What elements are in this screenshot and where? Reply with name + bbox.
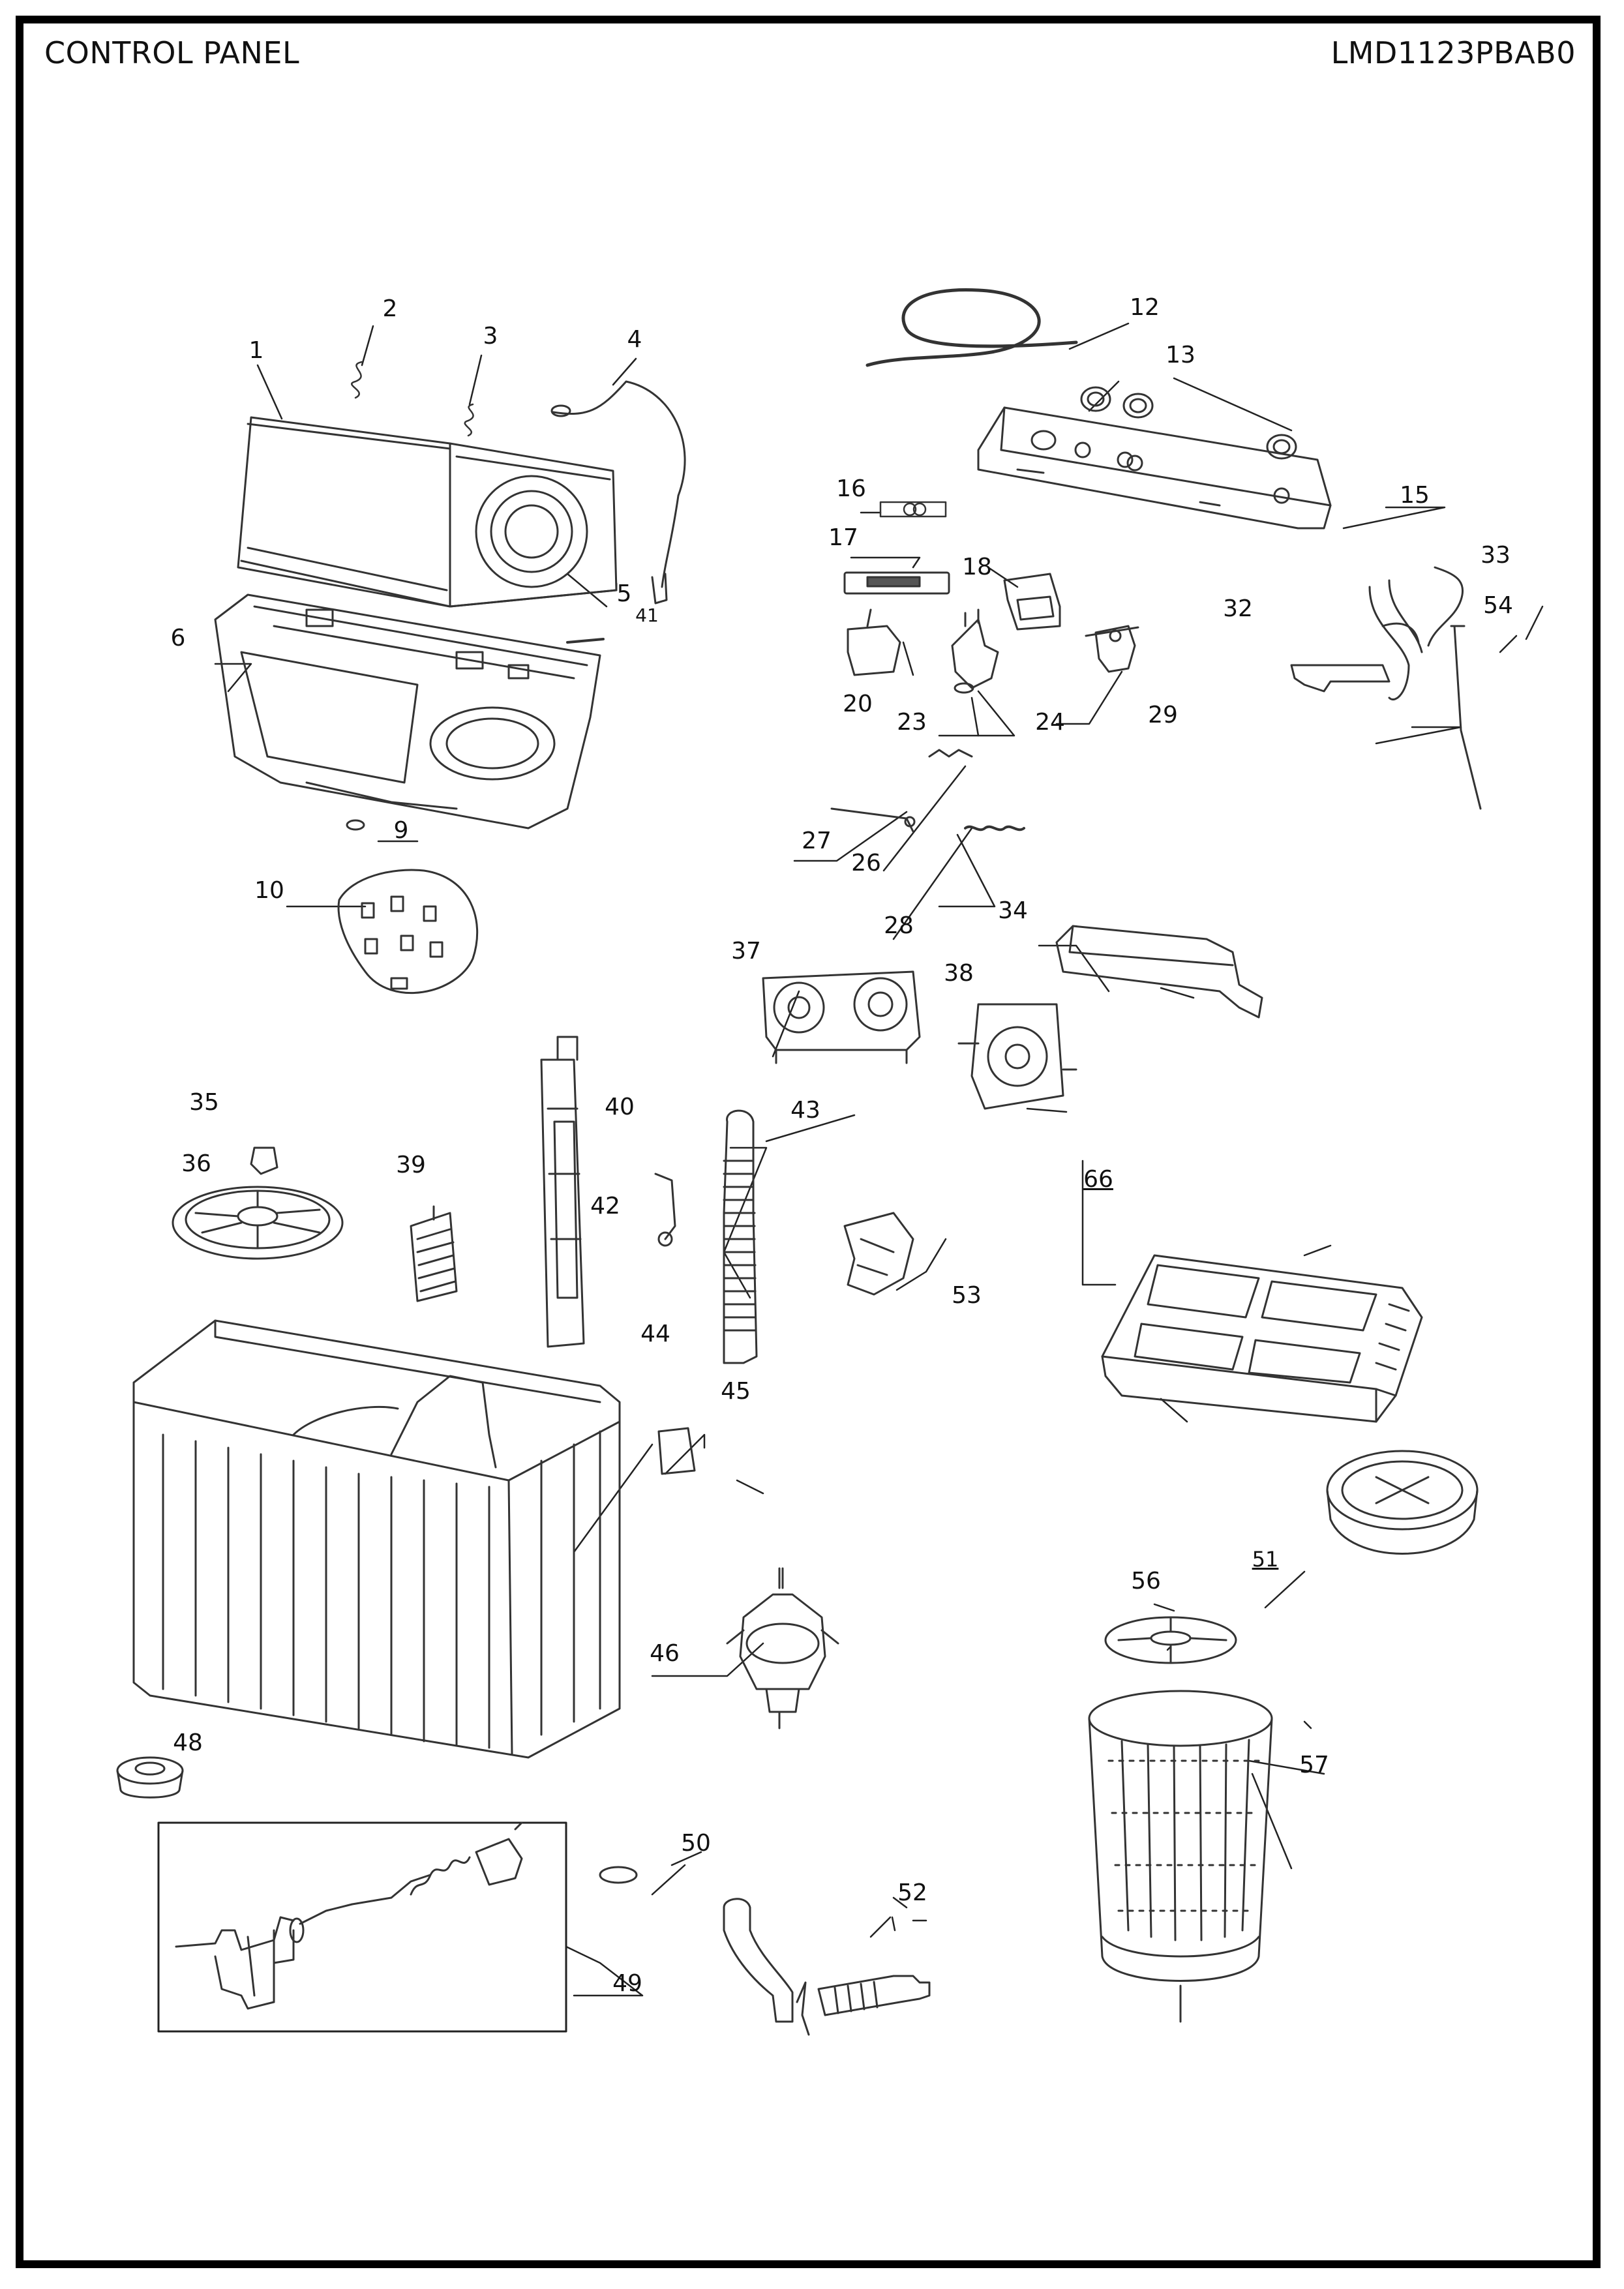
connector-18 <box>1003 573 1061 631</box>
gearbox-38 <box>957 1003 1077 1110</box>
part-label-1: 1 <box>248 337 264 364</box>
coupling-48 <box>116 1756 184 1799</box>
tub-cover-66 <box>1101 1254 1423 1423</box>
part-label-16: 16 <box>836 475 866 502</box>
pulsator-36 <box>172 1186 344 1260</box>
drain-valve-49 <box>157 1821 567 2033</box>
part-label-33: 33 <box>1481 542 1511 569</box>
spin-plate-56 <box>1104 1616 1237 1664</box>
hose-43 <box>723 1109 758 1364</box>
part-label-24: 24 <box>1035 709 1065 736</box>
part-label-2: 2 <box>382 295 398 322</box>
lint-cover-10 <box>337 869 479 994</box>
part-label-45: 45 <box>721 1378 751 1405</box>
balance-ring-51 <box>1326 1450 1479 1555</box>
drain-panel-40 <box>540 1036 585 1348</box>
part-label-51: 51 <box>1252 1547 1279 1572</box>
part-label-48: 48 <box>173 1729 203 1756</box>
small-motor-29 <box>1085 625 1139 673</box>
filter-39 <box>410 1205 458 1302</box>
wire-42 <box>654 1173 676 1247</box>
part-label-43: 43 <box>790 1097 820 1124</box>
pad-45 <box>657 1427 696 1475</box>
switch-17 <box>843 571 950 595</box>
drain-hose-52 <box>723 1898 931 2036</box>
part-label-5: 5 <box>616 580 632 607</box>
spin-basket-57 <box>1088 1690 1273 2023</box>
part-label-9: 9 <box>393 817 409 844</box>
diagram-frame <box>16 16 1601 2268</box>
part-label-54: 54 <box>1483 592 1513 619</box>
part-label-41: 41 <box>635 605 659 626</box>
part-label-26: 26 <box>851 850 881 876</box>
wire-harness <box>550 380 686 605</box>
spring-clips <box>350 361 474 437</box>
part-label-4: 4 <box>627 326 642 353</box>
part-label-6: 6 <box>170 625 186 651</box>
pad-53 <box>843 1212 914 1296</box>
cable-tie-54 <box>1450 625 1482 810</box>
part-label-3: 3 <box>483 323 498 350</box>
drain-switch-23 <box>951 608 999 694</box>
pin-41 <box>566 638 605 644</box>
part-label-52: 52 <box>897 1879 927 1906</box>
model-number: LMD1123PBAB0 <box>1331 35 1576 70</box>
timer-motor-20 <box>847 608 901 676</box>
small-washer-9 <box>346 819 365 831</box>
spiral-sleeve-12 <box>865 288 1078 367</box>
part-label-42: 42 <box>590 1193 620 1219</box>
part-label-28: 28 <box>884 912 914 939</box>
motor-46 <box>726 1567 839 1729</box>
cabinet-44 <box>132 1319 621 1759</box>
part-label-23: 23 <box>897 709 927 736</box>
control-panel-cover <box>237 416 618 608</box>
control-panel-housing <box>214 593 601 830</box>
part-label-15: 15 <box>1400 482 1430 509</box>
part-label-18: 18 <box>962 554 992 580</box>
part-label-32: 32 <box>1223 595 1253 622</box>
part-label-44: 44 <box>640 1321 670 1347</box>
wire-26 <box>928 749 973 758</box>
knobs-13 <box>1080 386 1297 460</box>
part-label-20: 20 <box>843 691 873 717</box>
part-label-56: 56 <box>1131 1568 1161 1594</box>
part-label-27: 27 <box>802 828 832 854</box>
section-title: CONTROL PANEL <box>44 35 300 70</box>
o-ring-50 <box>599 1866 638 1884</box>
part-label-57: 57 <box>1299 1752 1329 1778</box>
part-label-66: 66 <box>1083 1166 1113 1193</box>
part-label-46: 46 <box>650 1640 680 1667</box>
switch-16 <box>879 501 947 518</box>
pulsator-cap-35 <box>250 1146 278 1175</box>
gearbox-37 <box>762 970 921 1064</box>
part-label-35: 35 <box>189 1089 219 1116</box>
part-label-53: 53 <box>952 1282 982 1309</box>
part-label-50: 50 <box>681 1830 711 1857</box>
part-label-36: 36 <box>181 1150 211 1177</box>
lever-27 <box>830 807 916 833</box>
lid-switch-32-33 <box>1290 566 1464 700</box>
part-label-39: 39 <box>396 1152 426 1178</box>
part-label-29: 29 <box>1148 702 1178 728</box>
cover-34 <box>1055 925 1263 1019</box>
part-label-12: 12 <box>1130 294 1160 321</box>
part-label-10: 10 <box>254 877 284 904</box>
part-label-34: 34 <box>998 897 1028 924</box>
part-label-17: 17 <box>828 524 858 551</box>
part-label-13: 13 <box>1165 342 1195 368</box>
leader-lines <box>214 322 1544 1997</box>
part-label-38: 38 <box>944 960 974 987</box>
part-label-40: 40 <box>605 1094 635 1120</box>
spring-28 <box>964 825 1025 831</box>
part-label-49: 49 <box>612 1970 642 1997</box>
control-top-15 <box>977 406 1332 530</box>
part-label-37: 37 <box>731 938 761 965</box>
